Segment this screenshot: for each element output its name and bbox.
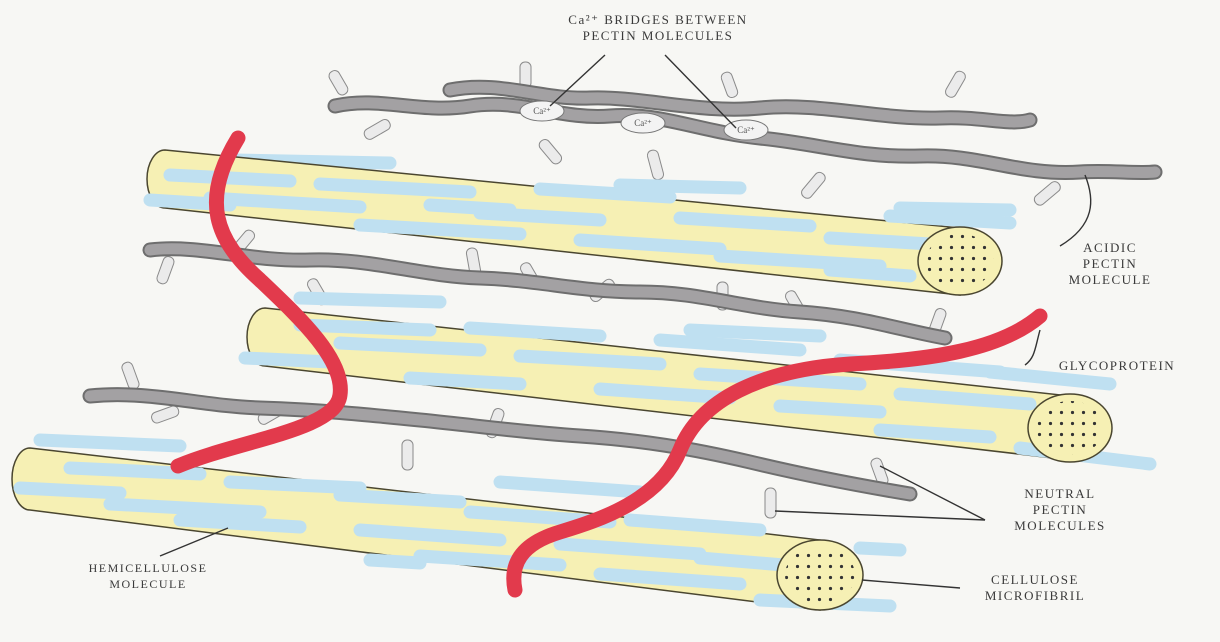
- label-neutral-pectin-line-3: MOLECULES: [975, 518, 1145, 534]
- label-hemicellulose: HEMICELLULOSE MOLECULE: [58, 560, 238, 592]
- fibril-end-2: [1028, 394, 1112, 462]
- label-acidic-pectin-line-1: ACIDIC: [1030, 240, 1190, 256]
- label-cellulose-line-2: MICROFIBRIL: [950, 588, 1120, 604]
- label-ca-bridges: Ca²⁺ BRIDGES BETWEEN PECTIN MOLECULES: [518, 12, 798, 44]
- label-acidic-pectin-line-2: PECTIN: [1030, 256, 1190, 272]
- label-hemicellulose-line-2: MOLECULE: [58, 576, 238, 592]
- label-ca-bridges-line-2: PECTIN MOLECULES: [518, 28, 798, 44]
- label-ca-bridges-line-1: Ca²⁺ BRIDGES BETWEEN: [518, 12, 798, 28]
- label-neutral-pectin-line-2: PECTIN: [975, 502, 1145, 518]
- label-cellulose-microfibril: CELLULOSE MICROFIBRIL: [950, 572, 1120, 604]
- cellulose-chains-3: [785, 547, 855, 603]
- label-cellulose-line-1: CELLULOSE: [950, 572, 1120, 588]
- leader-hemicellulose: [160, 528, 228, 556]
- leader-neutral-pectin-2: [775, 511, 985, 520]
- label-glycoprotein: GLYCOPROTEIN: [1022, 358, 1212, 374]
- fibril-end-3: [777, 540, 863, 610]
- label-glycoprotein-line-1: GLYCOPROTEIN: [1022, 358, 1212, 374]
- label-acidic-pectin: ACIDIC PECTIN MOLECULE: [1030, 240, 1190, 288]
- calcium-tag-1: Ca²⁺: [533, 106, 551, 116]
- leader-acidic-pectin: [1060, 175, 1091, 246]
- calcium-tag-3: Ca²⁺: [737, 125, 755, 135]
- label-neutral-pectin: NEUTRAL PECTIN MOLECULES: [975, 486, 1145, 534]
- label-hemicellulose-line-1: HEMICELLULOSE: [58, 560, 238, 576]
- label-neutral-pectin-line-1: NEUTRAL: [975, 486, 1145, 502]
- cellulose-chains-1: [926, 234, 994, 288]
- leader-cellulose: [862, 580, 960, 588]
- cellulose-chains-2: [1036, 401, 1104, 455]
- cellulose-microfibril-2: [245, 298, 1150, 464]
- label-acidic-pectin-line-3: MOLECULE: [1030, 272, 1190, 288]
- cellulose-microfibril-1: [147, 150, 1010, 295]
- fibril-end-1: [918, 227, 1002, 295]
- calcium-tag-2: Ca²⁺: [634, 118, 652, 128]
